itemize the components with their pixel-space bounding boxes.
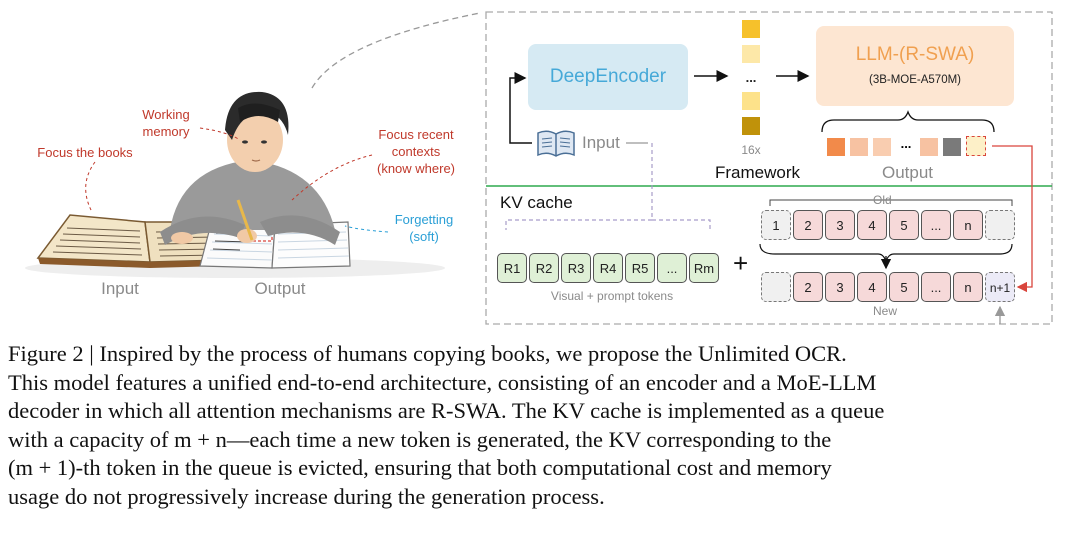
output-token xyxy=(850,138,868,156)
old-token: ... xyxy=(921,210,951,240)
new-token-empty-slot xyxy=(761,272,791,302)
deepencoder-box: DeepEncoder xyxy=(528,44,688,110)
illustration-output-label: Output xyxy=(254,279,306,298)
framework-connectors xyxy=(485,11,1053,325)
visual-token: Rm xyxy=(689,253,719,283)
new-token: 3 xyxy=(825,272,855,302)
framework-input-label: Input xyxy=(582,133,620,152)
output-token xyxy=(943,138,961,156)
old-label: Old xyxy=(873,193,892,207)
old-token-evicted: 1 xyxy=(761,210,791,240)
new-token-appended: n+1 xyxy=(985,272,1015,302)
framework-label: Framework xyxy=(715,163,801,182)
new-token: 4 xyxy=(857,272,887,302)
deepencoder-label: DeepEncoder xyxy=(549,66,667,87)
visual-token: R3 xyxy=(561,253,591,283)
caption-line: decoder in which all attention mechanism… xyxy=(8,398,885,424)
output-ellipsis: ... xyxy=(900,136,912,151)
framework-output-label: Output xyxy=(882,163,934,182)
kv-cache-title: KV cache xyxy=(500,193,573,212)
caption-line: Figure 2 | Inspired by the process of hu… xyxy=(8,341,847,366)
token-cell xyxy=(742,45,760,63)
focus-books-label: Focus the books xyxy=(37,145,133,160)
old-token: 2 xyxy=(793,210,823,240)
new-token: 2 xyxy=(793,272,823,302)
boy-copying-books-image xyxy=(25,12,480,278)
llm-box: LLM-(R-SWA) (3B-MOE-A570M) xyxy=(816,26,1014,106)
illustration-input-label: Input xyxy=(101,279,139,298)
llm-subtitle: (3B-MOE-A570M) xyxy=(868,74,962,86)
plus-sign: + xyxy=(733,248,749,278)
caption-line: (m + 1)-th token in the queue is evicted… xyxy=(8,455,832,481)
book-icon xyxy=(537,130,575,157)
caption-line: usage do not progressively increase duri… xyxy=(8,483,605,509)
forgetting-label: Forgetting (soft) xyxy=(394,212,454,244)
old-token: 4 xyxy=(857,210,887,240)
output-token xyxy=(920,138,938,156)
figure-caption: Figure 2 | Inspired by the process of hu… xyxy=(8,340,1074,512)
token-cell xyxy=(742,117,760,135)
output-token-new xyxy=(966,136,986,156)
working-memory-label: Working memory xyxy=(142,107,190,139)
new-token: 5 xyxy=(889,272,919,302)
token-cell xyxy=(742,92,760,110)
output-token xyxy=(873,138,891,156)
caption-line: with a capacity of m + n—each time a new… xyxy=(8,426,832,452)
old-token-empty-slot xyxy=(985,210,1015,240)
old-token: n xyxy=(953,210,983,240)
visual-token: R1 xyxy=(497,253,527,283)
visual-tokens-caption: Visual + prompt tokens xyxy=(550,289,674,303)
visual-token: R2 xyxy=(529,253,559,283)
token-cell xyxy=(742,20,760,38)
token-ellipsis: ... xyxy=(745,70,757,85)
output-token xyxy=(827,138,845,156)
llm-title: LLM-(R-SWA) xyxy=(855,44,975,65)
token-count-label: 16x xyxy=(741,143,761,157)
old-token: 3 xyxy=(825,210,855,240)
visual-token: R5 xyxy=(625,253,655,283)
new-token: ... xyxy=(921,272,951,302)
new-label: New xyxy=(873,304,898,318)
visual-token: R4 xyxy=(593,253,623,283)
old-token: 5 xyxy=(889,210,919,240)
caption-line: This model features a unified end-to-end… xyxy=(8,369,877,395)
visual-token: ... xyxy=(657,253,687,283)
focus-recent-label: Focus recent contexts (know where) xyxy=(376,127,456,176)
new-token: n xyxy=(953,272,983,302)
